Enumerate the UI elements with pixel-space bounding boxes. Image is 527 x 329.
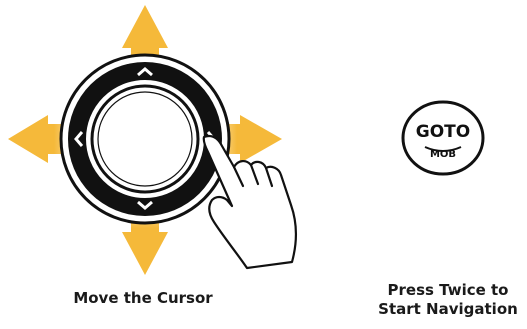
caption-move-cursor: Move the Cursor [58,289,228,308]
caption-line-1: Press Twice to [368,281,527,300]
goto-mob-button-icon: GOTO MOB [403,102,483,174]
goto-label: GOTO [416,122,470,142]
caption-line-2: Start Navigation [368,300,527,319]
caption-press-twice: Press Twice to Start Navigation [368,281,527,319]
mob-label: MOB [430,149,456,160]
